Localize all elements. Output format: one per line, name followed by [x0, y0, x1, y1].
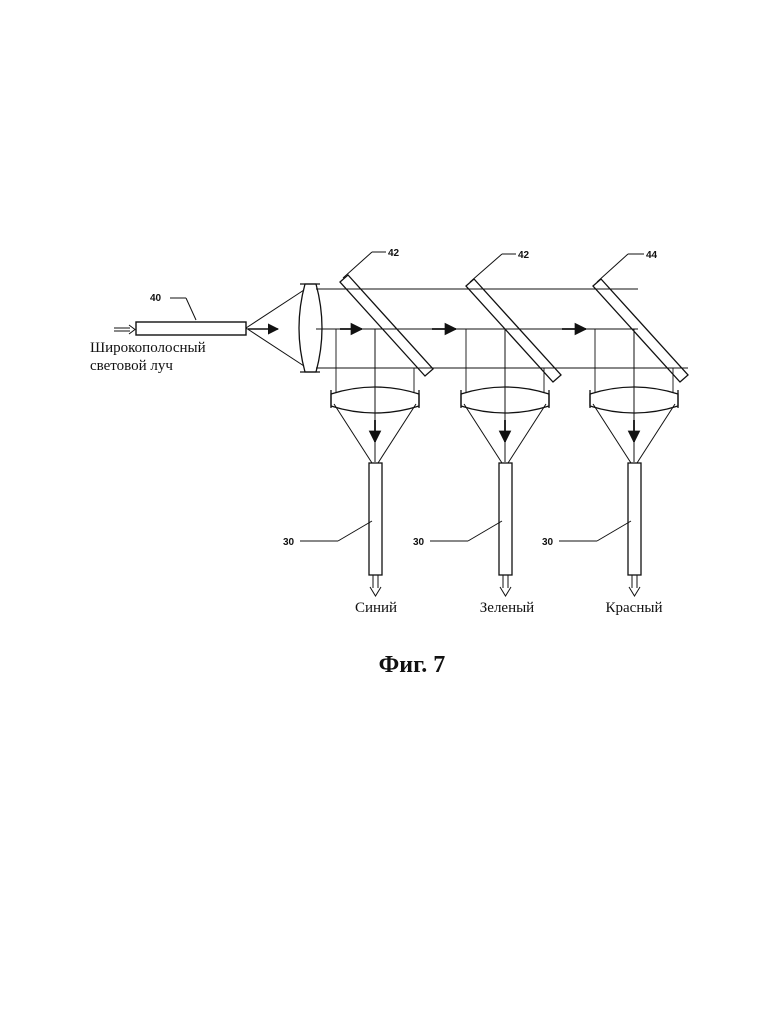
dichroic-mirror-1: [340, 275, 433, 376]
output-fiber-2: [499, 463, 512, 575]
input-label-line1: Широкополосный: [90, 340, 206, 356]
ref-label-fiber1: 30: [283, 537, 295, 548]
dichroic-mirror-2: [466, 279, 561, 382]
ref-label-fiber3: 30: [542, 537, 554, 548]
reflected-beam-2: [466, 329, 544, 462]
output-fiber-3: [628, 463, 641, 575]
ref-label-source: 40: [150, 293, 162, 304]
input-arrow: [114, 325, 135, 334]
ref-label-mirror2: 42: [518, 250, 530, 261]
output-arrow-1: [370, 575, 381, 596]
reflected-beam-3: [595, 329, 673, 462]
output-arrow-3: [629, 575, 640, 596]
ref-leader-mirror3: [597, 254, 644, 282]
source-fiber: [136, 322, 246, 335]
ref-leader-fiber3: [559, 521, 631, 541]
output-arrow-2: [500, 575, 511, 596]
figure-caption: Фиг. 7: [379, 652, 446, 678]
input-light-cone: [246, 290, 304, 366]
reflected-beam-1: [336, 329, 414, 462]
collimating-lens: [299, 284, 322, 372]
ref-label-mirror1: 42: [388, 248, 400, 259]
ref-leader-fiber2: [430, 521, 502, 541]
output-label-green: Зеленый: [480, 600, 534, 616]
dichroic-mirror-3: [593, 279, 688, 382]
output-label-blue: Синий: [355, 600, 397, 616]
ref-leader-mirror1: [343, 252, 386, 278]
output-label-red: Красный: [606, 600, 663, 616]
input-label-line2: световой луч: [90, 358, 173, 374]
ref-leader-fiber1: [300, 521, 372, 541]
ref-label-mirror3: 44: [646, 250, 658, 261]
ref-leader-source: [170, 298, 196, 320]
ref-label-fiber2: 30: [413, 537, 425, 548]
ref-leader-mirror2: [470, 254, 516, 282]
output-fiber-1: [369, 463, 382, 575]
